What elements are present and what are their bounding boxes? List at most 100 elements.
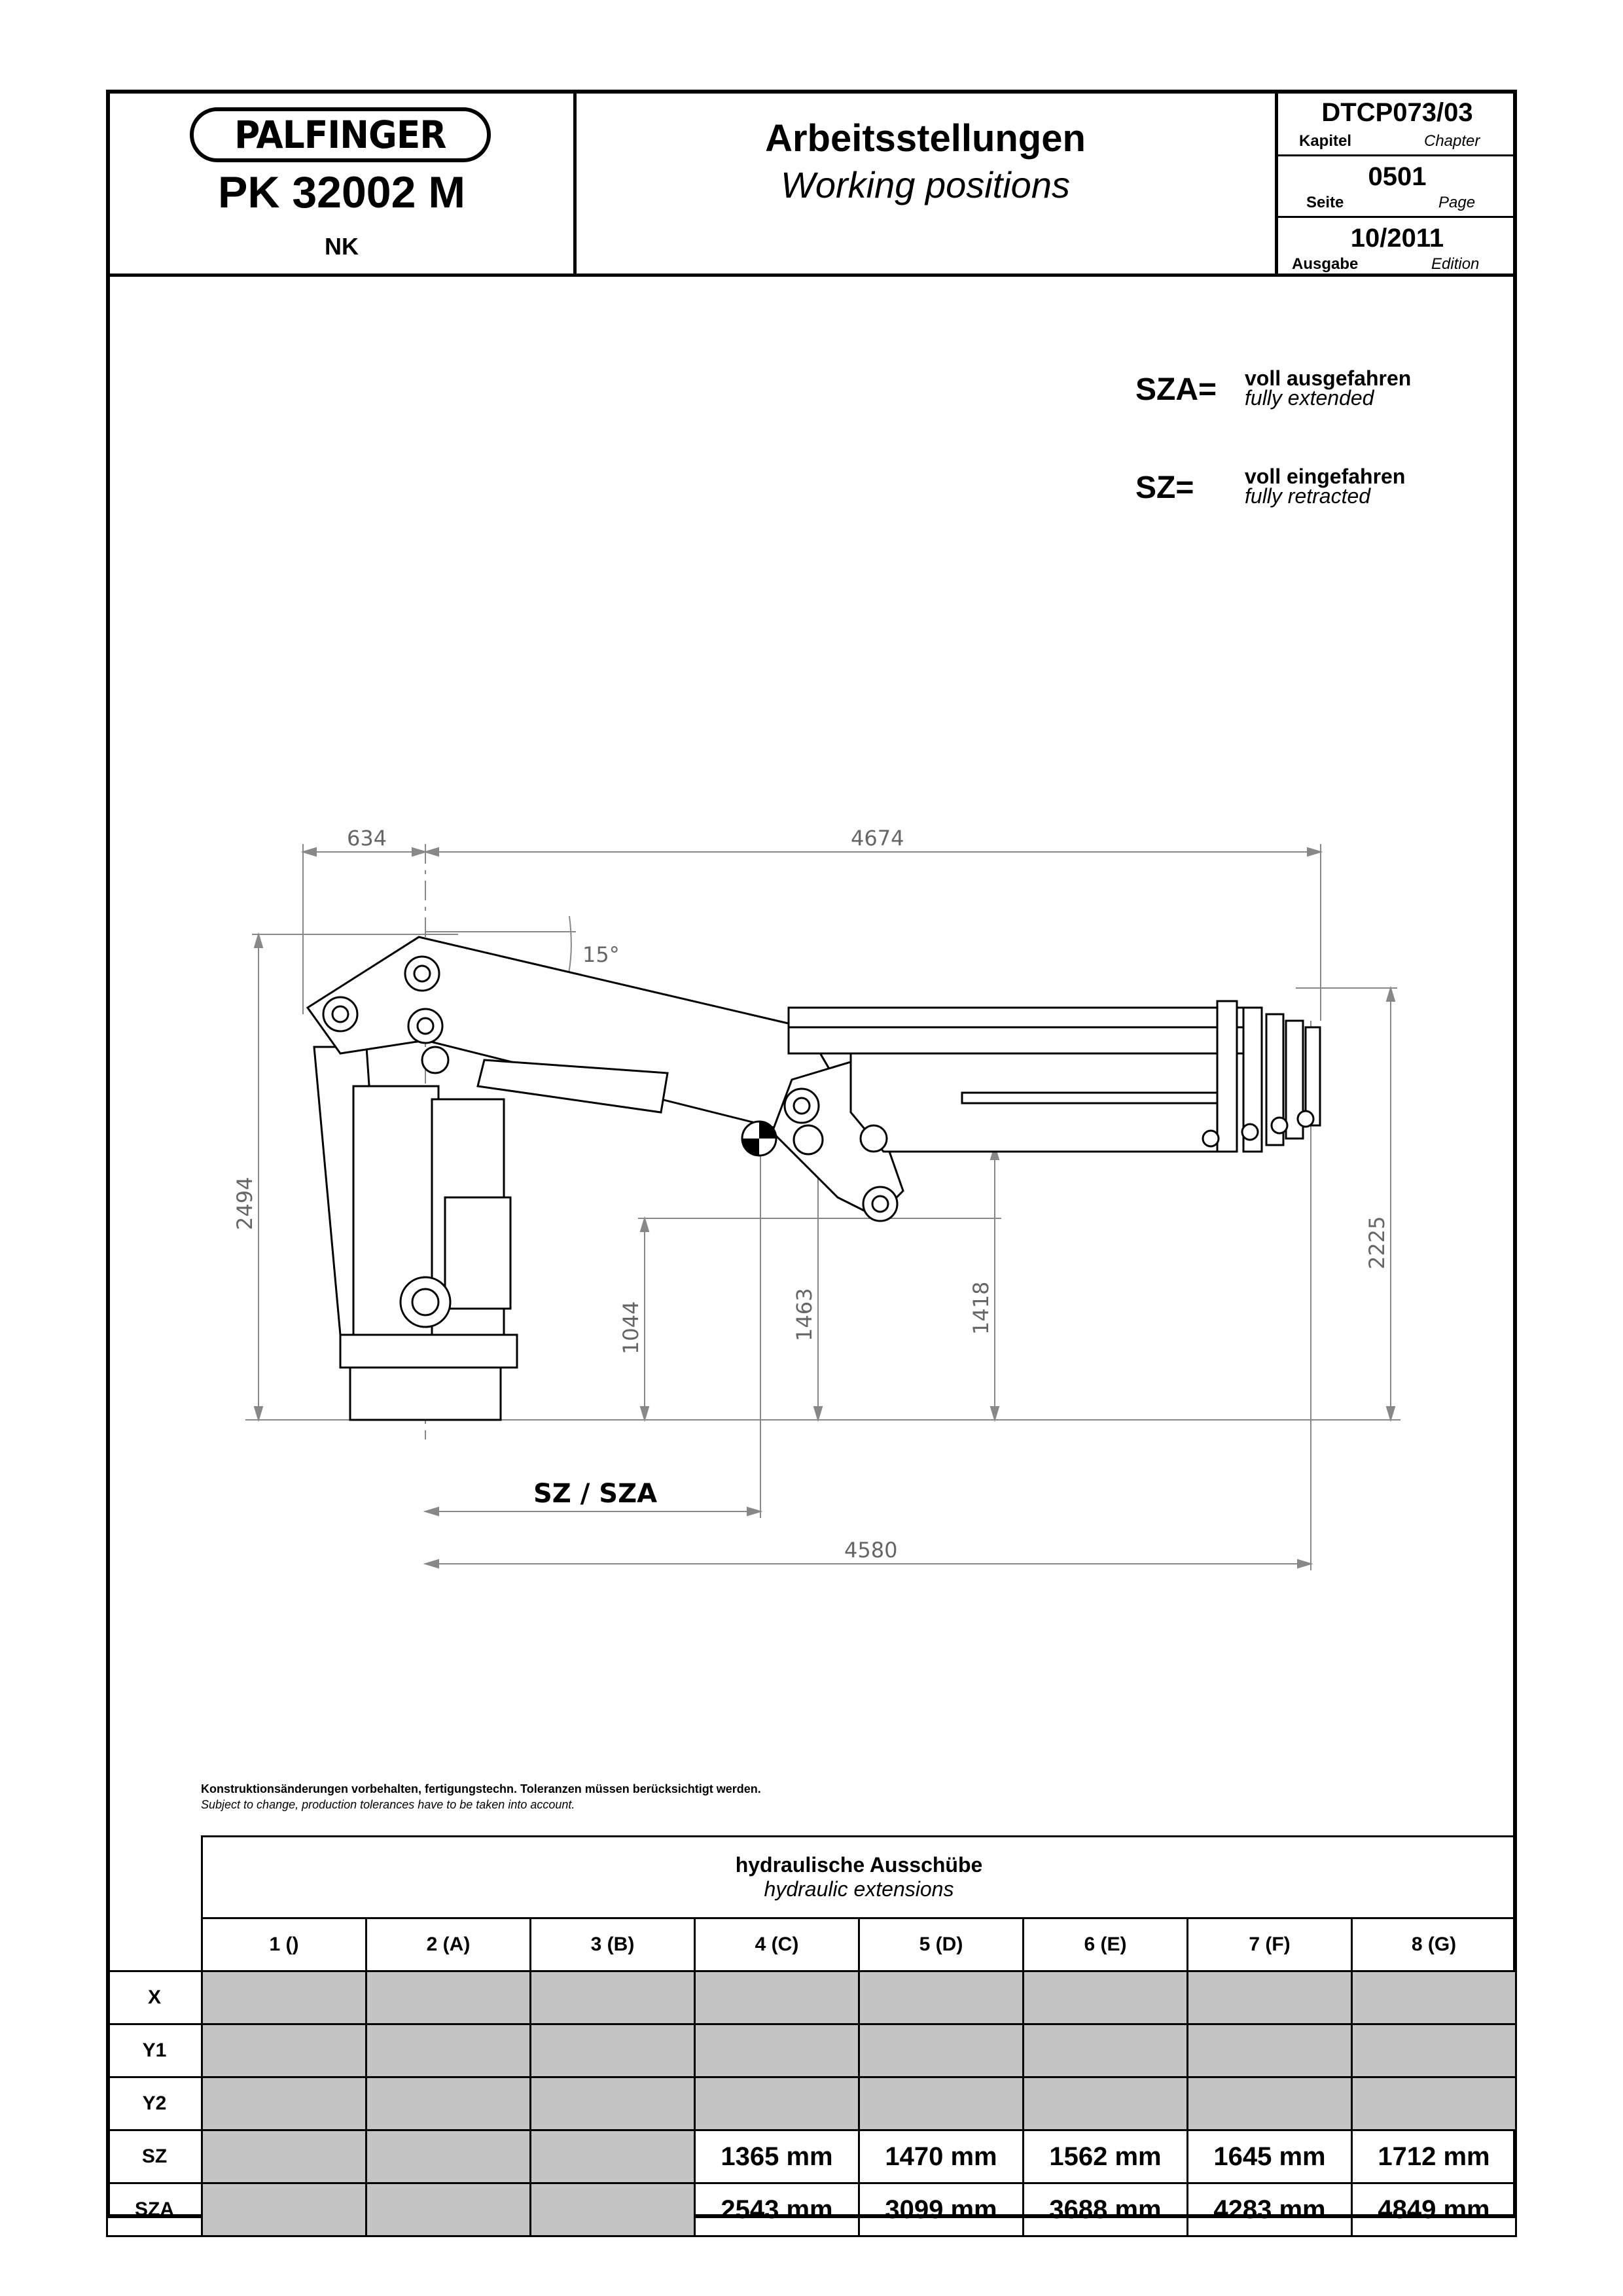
legend-sz-en: fully retracted	[1245, 484, 1371, 508]
column-header: 8 (G)	[1351, 1917, 1517, 1972]
table-cell: 1365 mm	[694, 2129, 860, 2184]
table-cell	[365, 1970, 531, 2025]
disclaimer-de: Konstruktionsänderungen vorbehalten, fer…	[201, 1782, 761, 1795]
table-cell: 2543 mm	[694, 2182, 860, 2237]
column-header: 3 (B)	[529, 1917, 696, 1972]
dim-angle: 15°	[582, 942, 620, 967]
meta-divider-1	[1276, 154, 1517, 156]
meta-divider-2	[1276, 216, 1517, 218]
chapter-label-de: Kapitel	[1299, 132, 1352, 150]
dim-2225: 2225	[1364, 1216, 1389, 1269]
table-cell: 1645 mm	[1186, 2129, 1353, 2184]
table-cell	[365, 2076, 531, 2131]
table-cell	[529, 2076, 696, 2131]
edition-label-de: Ausgabe	[1292, 255, 1359, 273]
sz-sza-label: SZ / SZA	[533, 1479, 657, 1509]
table-cell	[201, 2076, 367, 2131]
table-cell	[365, 2182, 531, 2237]
edition-label-en: Edition	[1431, 255, 1480, 273]
dim-2494: 2494	[232, 1177, 257, 1230]
table-row: Y2	[106, 2076, 1517, 2131]
chapter-label-en: Chapter	[1424, 132, 1480, 150]
dim-634: 634	[347, 826, 387, 851]
column-header: 2 (A)	[365, 1917, 531, 1972]
chapter-value: DTCP073/03	[1321, 98, 1473, 127]
table-cell	[858, 2023, 1024, 2078]
table-cell: 1712 mm	[1351, 2129, 1517, 2184]
table-cell: 3688 mm	[1022, 2182, 1188, 2237]
table-cell	[1351, 1970, 1517, 2025]
row-label-x: X	[106, 1970, 203, 2025]
table-row: SZ 1365 mm 1470 mm 1562 mm 1645 mm 1712 …	[106, 2129, 1517, 2184]
table-cell: 3099 mm	[858, 2182, 1024, 2237]
page-subtitle: Working positions	[781, 164, 1070, 205]
table-cell: 4283 mm	[1186, 2182, 1353, 2237]
dim-1044: 1044	[618, 1301, 643, 1354]
legend-sz-de: voll eingefahren	[1245, 465, 1406, 488]
page-title: Arbeitsstellungen	[765, 117, 1086, 160]
table-cell	[1022, 2076, 1188, 2131]
palfinger-logo: PALFINGER	[190, 107, 491, 162]
row-label-y1: Y1	[106, 2023, 203, 2078]
legend-key-sz: SZ=	[1135, 470, 1194, 505]
table-cell: 1470 mm	[858, 2129, 1024, 2184]
table-title-en: hydraulic extensions	[764, 1877, 954, 1901]
table-cell	[365, 2023, 531, 2078]
column-header: 6 (E)	[1022, 1917, 1188, 1972]
table-cell	[365, 2129, 531, 2184]
edition-value: 10/2011	[1350, 224, 1444, 253]
dim-1418: 1418	[969, 1282, 993, 1335]
header-bottom-line	[106, 274, 1517, 277]
legend-key-sza: SZA=	[1135, 372, 1217, 407]
header-divider-left	[573, 90, 577, 275]
row-label-sz: SZ	[106, 2129, 203, 2184]
table-cell: 1562 mm	[1022, 2129, 1188, 2184]
disclaimer-en: Subject to change, production tolerances…	[201, 1798, 575, 1811]
table-cell	[201, 2023, 367, 2078]
table-cell	[1022, 1970, 1188, 2025]
table-cell	[1186, 1970, 1353, 2025]
dim-1463: 1463	[792, 1288, 817, 1341]
row-label-y2: Y2	[106, 2076, 203, 2131]
column-header: 7 (F)	[1186, 1917, 1353, 1972]
table-cell	[1022, 2023, 1188, 2078]
table-row: Y1	[106, 2023, 1517, 2078]
header-divider-right	[1275, 90, 1278, 275]
table-cell	[529, 2129, 696, 2184]
table-cell	[529, 1970, 696, 2025]
table-cell: 4849 mm	[1351, 2182, 1517, 2237]
column-header: 5 (D)	[858, 1917, 1024, 1972]
table-cell	[1186, 2023, 1353, 2078]
cg-marker	[741, 1120, 777, 1157]
table-cell	[858, 1970, 1024, 2025]
table-cell	[858, 2076, 1024, 2131]
dim-4674: 4674	[851, 826, 904, 851]
table-cell	[694, 1970, 860, 2025]
column-header: 4 (C)	[694, 1917, 860, 1972]
table-title: hydraulische Ausschübe hydraulic extensi…	[201, 1835, 1517, 1919]
table-cell	[201, 1970, 367, 2025]
page-number-value: 0501	[1368, 162, 1427, 191]
table-cell	[201, 2129, 367, 2184]
page-label-de: Seite	[1306, 194, 1344, 211]
legend-sza-de: voll ausgefahren	[1245, 366, 1412, 390]
table-title-de: hydraulische Ausschübe	[735, 1853, 983, 1877]
dim-4580: 4580	[844, 1538, 897, 1563]
table-cell	[529, 2023, 696, 2078]
table-corner-2	[107, 1918, 203, 1971]
table-corner	[107, 1836, 203, 1918]
table-cell	[1186, 2076, 1353, 2131]
table-cell	[694, 2076, 860, 2131]
table-cell	[201, 2182, 367, 2237]
table-cell	[1351, 2023, 1517, 2078]
page-label-en: Page	[1438, 194, 1476, 211]
brand-name: PALFINGER	[234, 113, 446, 157]
table-row: SZA 2543 mm 3099 mm 3688 mm 4283 mm 4849…	[106, 2182, 1517, 2237]
model-variant: NK	[325, 233, 359, 260]
legend-sza-en: fully extended	[1245, 386, 1374, 410]
table-cell	[1351, 2076, 1517, 2131]
model-name: PK 32002 M	[218, 168, 465, 217]
table-row: X	[106, 1970, 1517, 2025]
table-cell	[529, 2182, 696, 2237]
